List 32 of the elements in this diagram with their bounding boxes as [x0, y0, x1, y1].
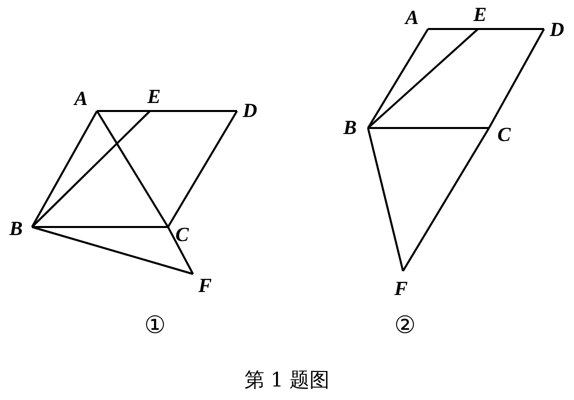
line-segment: [96, 110, 169, 228]
figure-number: ①: [144, 312, 166, 338]
line-segment: [488, 28, 545, 128]
point-label: B: [9, 219, 23, 239]
point-label: F: [198, 276, 212, 296]
line-segment: [167, 110, 238, 228]
line-segment: [368, 127, 489, 129]
line-segment: [428, 28, 478, 30]
line-segment: [31, 110, 98, 228]
line-segment: [32, 226, 194, 275]
caption: 第 1 题图: [244, 366, 330, 394]
point-label: C: [175, 225, 189, 245]
line-segment: [478, 28, 544, 30]
point-label: E: [473, 5, 487, 25]
point-label: D: [550, 20, 564, 40]
point-label: F: [394, 279, 408, 299]
line-segment: [150, 110, 237, 112]
line-segment: [367, 128, 404, 272]
line-segment: [402, 127, 490, 272]
point-label: E: [147, 87, 161, 107]
point-label: A: [405, 8, 419, 28]
point-label: A: [74, 89, 88, 109]
point-label: D: [242, 101, 258, 121]
point-label: C: [497, 125, 511, 145]
line-segment: [31, 110, 151, 228]
line-segment: [32, 226, 168, 228]
line-segment: [367, 28, 429, 129]
line-segment: [167, 226, 194, 274]
figure-number: ②: [394, 312, 416, 338]
point-label: B: [343, 118, 357, 138]
line-segment: [97, 110, 150, 112]
line-segment: [367, 28, 479, 129]
